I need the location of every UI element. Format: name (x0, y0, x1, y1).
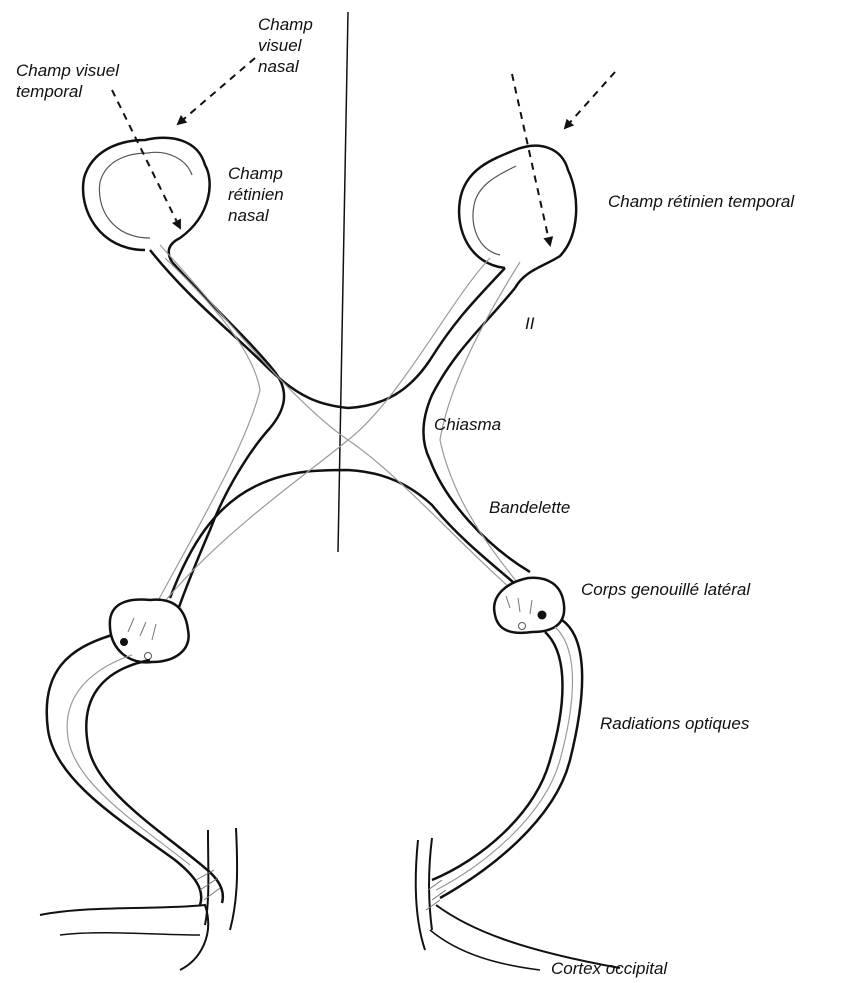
left-eye-inner-contour (99, 152, 192, 238)
right-lgn-light-nucleus (519, 623, 526, 630)
arrow-temporal-field-right (512, 74, 550, 245)
fiber-right-to-left (150, 258, 490, 620)
right-eye-inner-contour (473, 166, 516, 255)
label-cortex-occipital: Cortex occipital (551, 958, 667, 979)
left-lgn-dark-nucleus (120, 638, 128, 646)
left-cortex-curve (40, 905, 208, 970)
label-champ-retinien-temporal: Champ rétinien temporal (608, 191, 794, 212)
label-chiasma: Chiasma (434, 414, 501, 435)
left-radiation-outer (47, 635, 202, 905)
chiasma-outline-bottom (170, 470, 522, 598)
left-radiation-fiber (67, 655, 190, 865)
right-cortex-vertical-2 (416, 840, 425, 950)
arrow-temporal-field-left (112, 90, 180, 228)
right-radiation-inner (432, 632, 563, 880)
left-eye-outline (83, 138, 210, 262)
chiasma-left-side (178, 372, 284, 610)
arrow-nasal-field-left (178, 58, 255, 124)
right-lgn-dark-nucleus (538, 611, 547, 620)
right-lgn-outline (494, 578, 564, 633)
label-champ-visuel-temporal: Champ visuel temporal (16, 60, 119, 102)
label-nerf-optique: II (525, 313, 534, 334)
arrow-nasal-field-right (565, 72, 615, 128)
chiasma-outline-top (150, 250, 505, 408)
fiber-left-uncrossed (145, 258, 260, 625)
label-bandelette: Bandelette (489, 497, 570, 518)
left-cortex-vertical-2 (230, 828, 237, 930)
right-cortex-vertical (429, 838, 432, 930)
left-radiation-inner (86, 660, 223, 903)
right-cortex-curve-2 (430, 930, 540, 970)
label-corps-genouille-lateral: Corps genouillé latéral (581, 579, 750, 600)
label-champ-visuel-nasal: Champ visuel nasal (258, 14, 313, 77)
label-champ-retinien-nasal: Champ rétinien nasal (228, 163, 284, 226)
left-cortex-curve-2 (60, 933, 200, 935)
left-lgn-light-nucleus (145, 653, 152, 660)
right-radiation-fiber (436, 627, 573, 890)
label-radiations-optiques: Radiations optiques (600, 713, 749, 734)
